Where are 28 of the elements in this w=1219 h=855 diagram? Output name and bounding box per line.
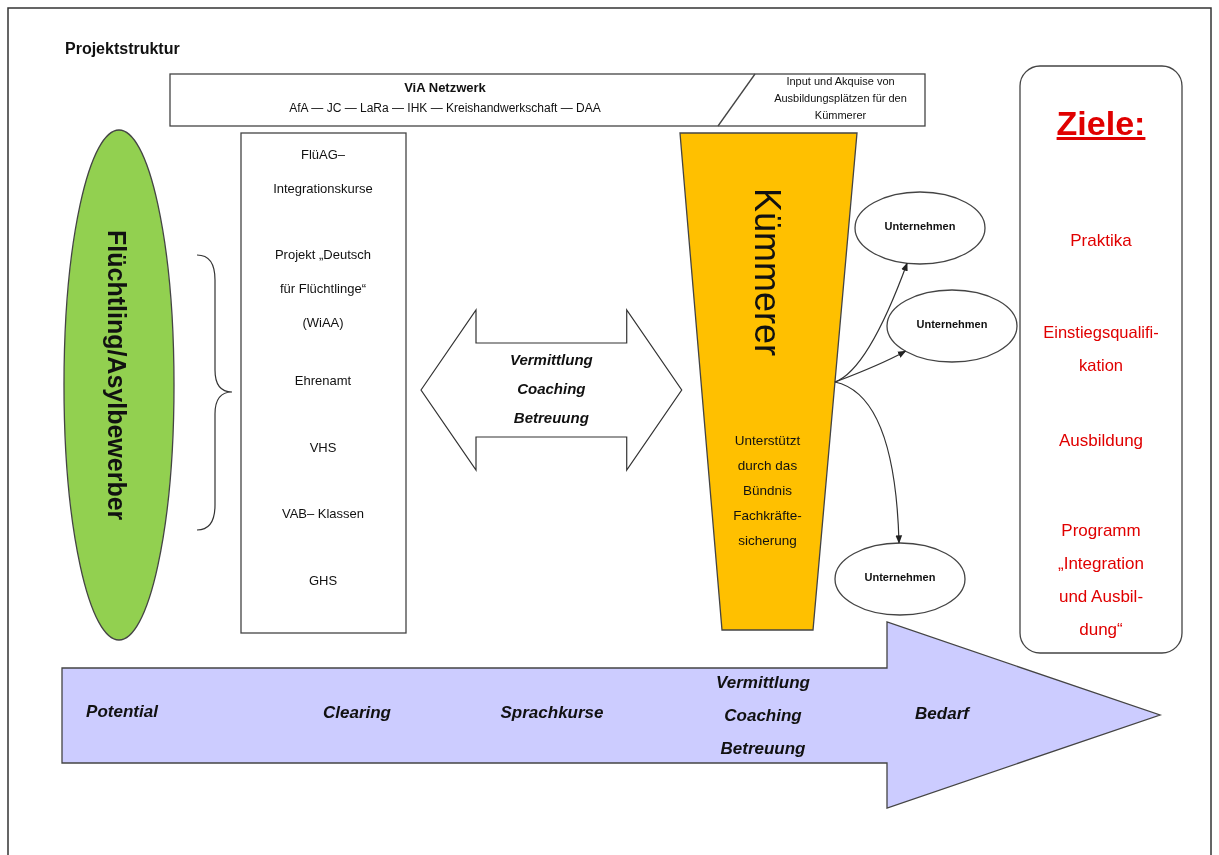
ellipse-label: Unternehmen	[863, 571, 937, 583]
list-item: GHS	[307, 573, 339, 588]
goal-text: Einstiegsqualifi-kation	[1042, 322, 1160, 376]
box-note: Input und Akquise von Ausbildungsplätzen für den Kümmerer	[773, 74, 908, 123]
ellipse-label: Unternehmen	[915, 318, 989, 330]
stage-label: Bedarf	[914, 704, 972, 724]
arrow	[834, 381, 903, 544]
goal-text: Praktika	[1069, 231, 1133, 251]
list-item: FlüAG– Integrationskurse	[272, 146, 374, 198]
partner-list: AfA — JC — LaRa — IHK — Kreishandwerkschaft — DAA	[270, 101, 620, 115]
goal-text: Programm „Integration und Ausbil-dung“	[1057, 520, 1145, 641]
goals-heading: Ziele:	[1055, 104, 1147, 143]
ellipse-label: Flüchtling/Asylbewerber	[102, 230, 131, 521]
stage-label: Clearing	[322, 703, 392, 723]
ellipse-label: Unternehmen	[883, 220, 957, 232]
box-heading: ViA Netzwerk	[403, 80, 487, 95]
arrow	[834, 350, 907, 383]
stage-label: Vermittlung Coaching Betreuung	[715, 672, 811, 760]
funnel-note: Unterstützt durch das Bündnis Fachkräfte-sicherung	[732, 432, 803, 550]
list-item: Projekt „Deutsch für Flüchtlinge“ (WiAA)	[273, 246, 373, 332]
stage-label: Sprachkurse	[499, 703, 605, 723]
list-item: VHS	[308, 440, 338, 455]
list-item: VAB– Klassen	[280, 506, 366, 521]
goal-text: Ausbildung	[1057, 431, 1145, 451]
funnel-heading: Kümmerer	[746, 188, 788, 357]
list-item: Ehrenamt	[293, 373, 353, 388]
stage-label: Potential	[85, 702, 160, 722]
diagram-title: Projektstruktur	[65, 40, 180, 58]
